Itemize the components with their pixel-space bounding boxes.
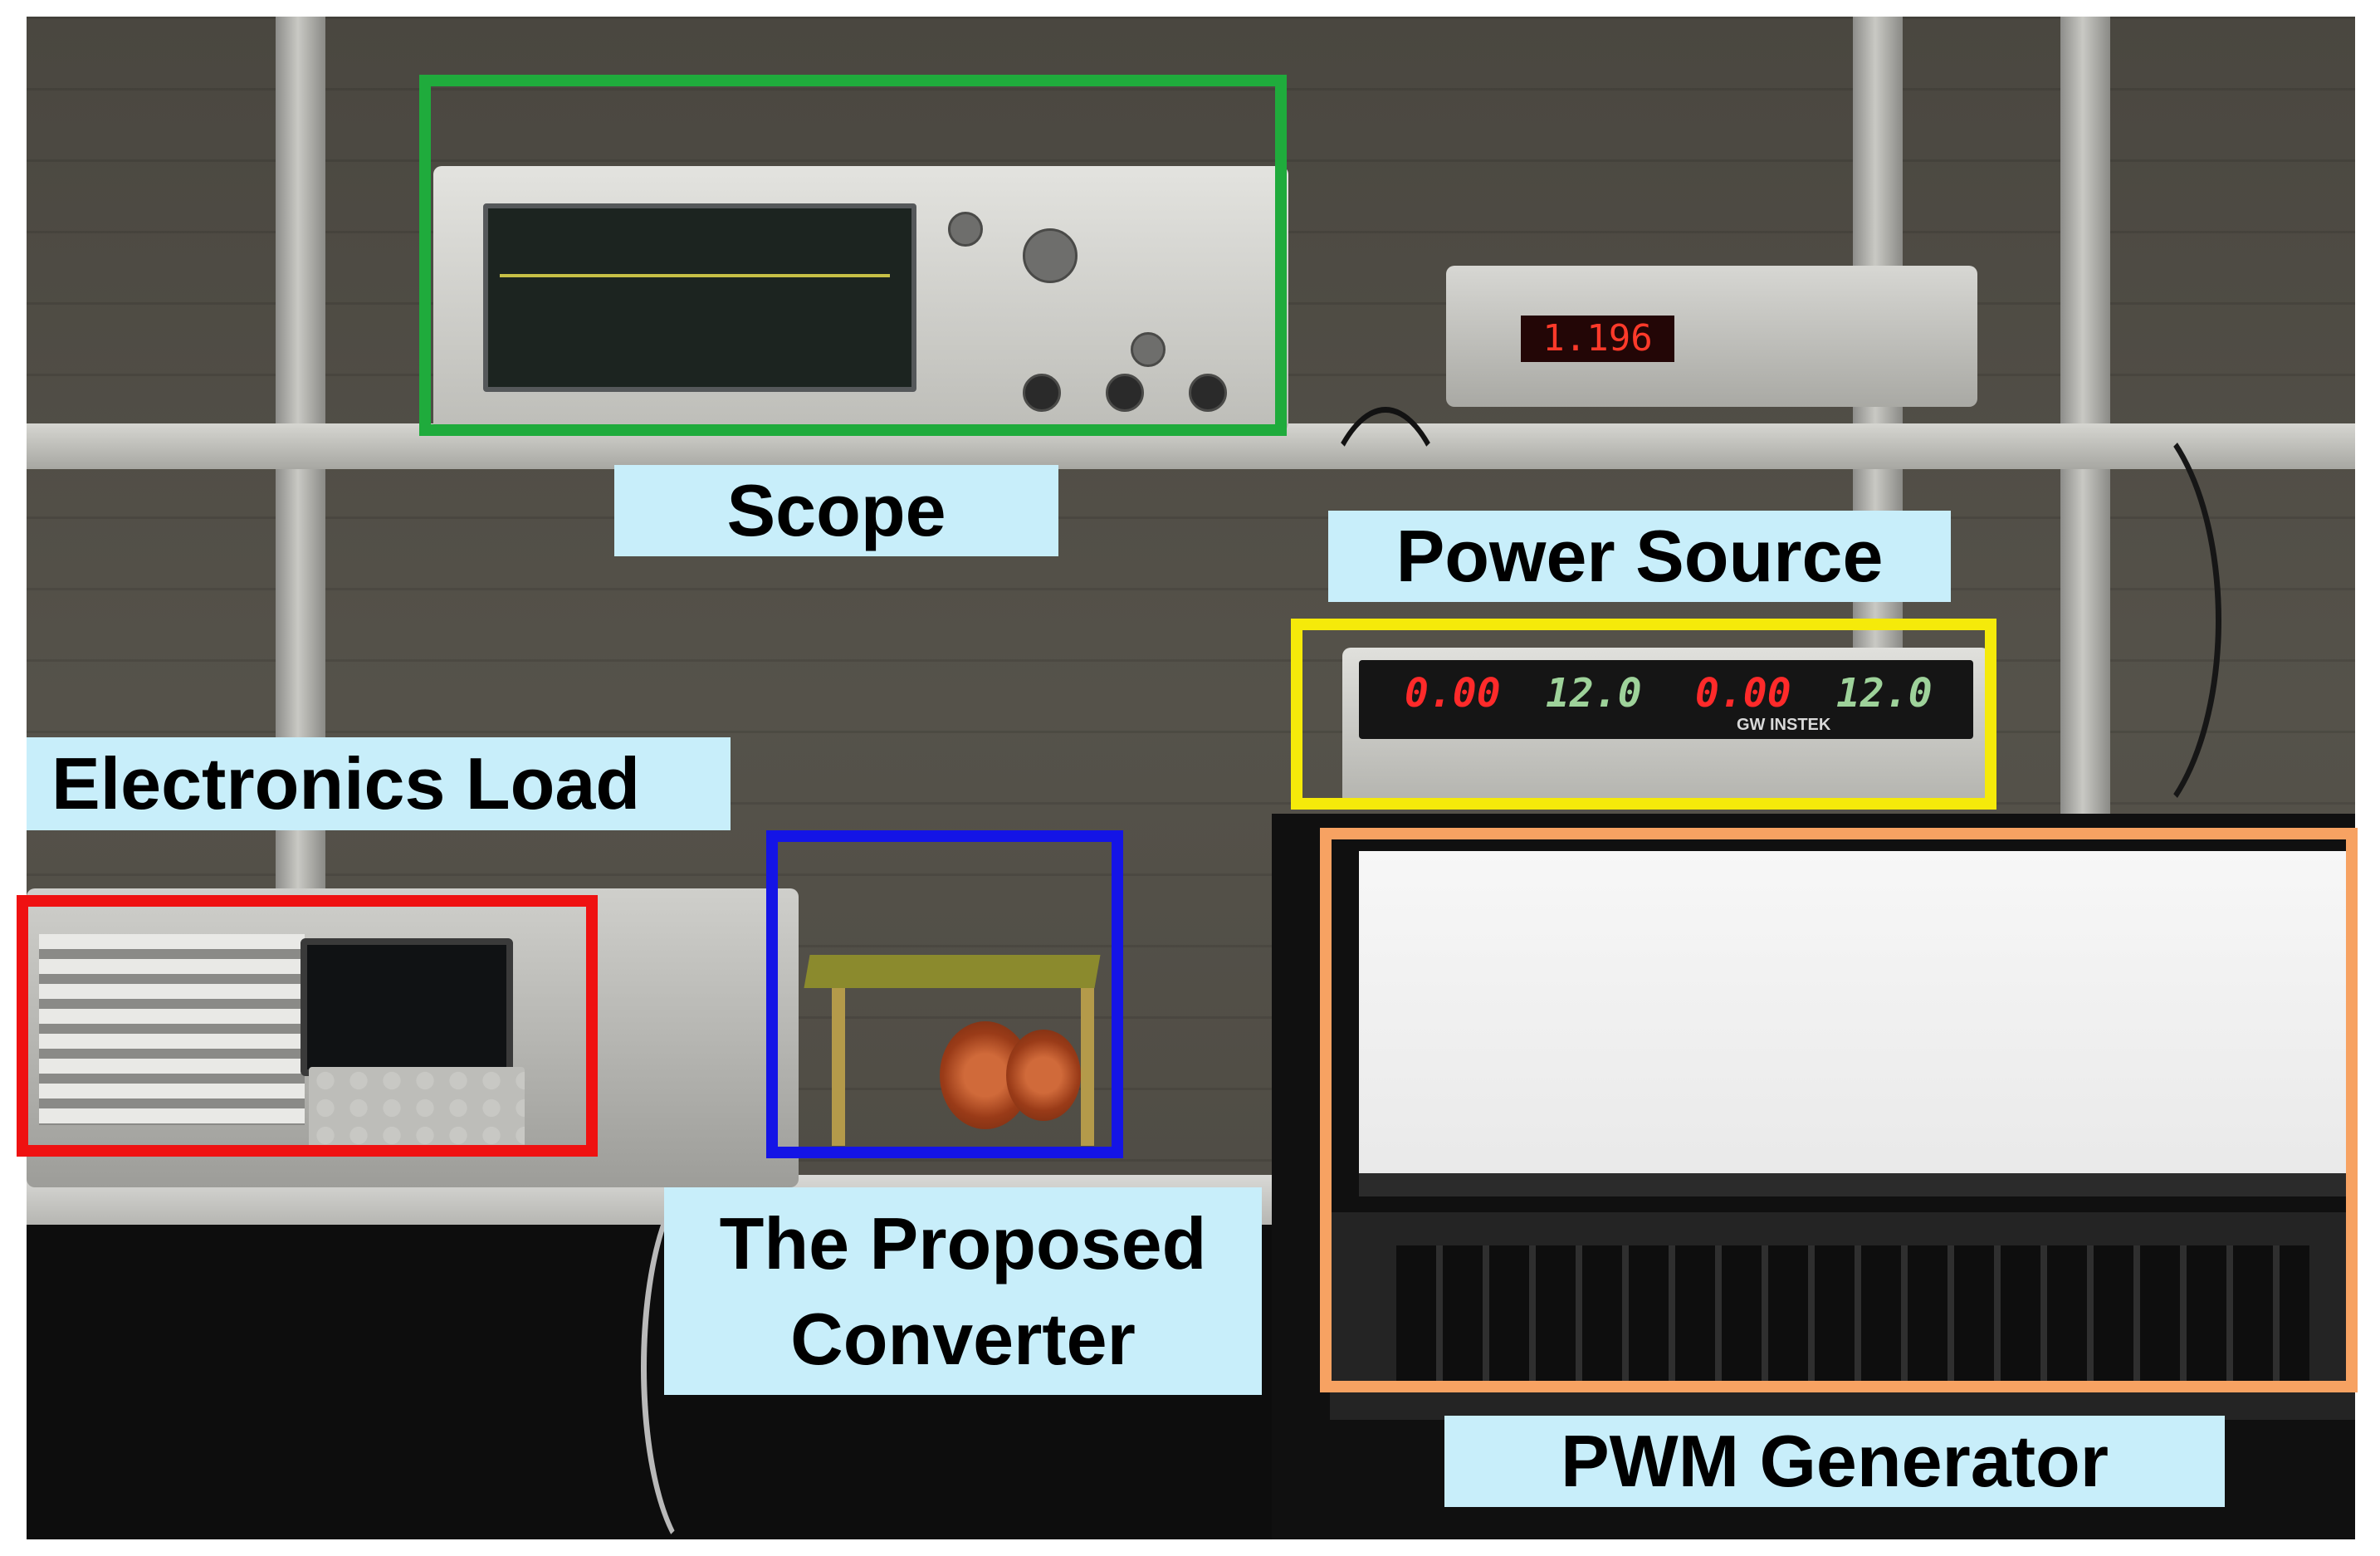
scope-knob-icon [1131, 332, 1166, 367]
psu-ch2-voltage: 0.00 [1695, 670, 1791, 717]
power-source-highlight-box [1291, 619, 1996, 810]
electronic-load-keypad [309, 1067, 525, 1150]
scope-probe-connector-icon [1189, 374, 1227, 412]
cable [641, 1171, 769, 1539]
pwm-generator-highlight-box [1320, 828, 2358, 1392]
converter-standoff [832, 980, 845, 1146]
pwm-generator-label: PWM Generator [1444, 1416, 2225, 1507]
scope-knob-icon [948, 212, 983, 247]
electronics-load-highlight-box [17, 895, 598, 1157]
laptop-keyboard [1396, 1245, 2309, 1387]
function-generator-display: 1.196 [1521, 316, 1674, 362]
scope-highlight-box [419, 75, 1287, 436]
electronic-load-grille [39, 934, 305, 1125]
oscilloscope-trace [500, 274, 890, 277]
converter-label: The Proposed Converter [664, 1187, 1262, 1395]
laptop-screen [1359, 851, 2355, 1183]
cable [2002, 399, 2221, 842]
scope-label: Scope [614, 465, 1058, 556]
electronics-load-label: Electronics Load [27, 737, 731, 830]
psu-ch2-current: 12.0 [1836, 670, 1933, 717]
inductor-coil-icon [1006, 1030, 1081, 1121]
scope-knob-icon [1023, 228, 1078, 283]
cable [1305, 407, 1466, 834]
laptop-taskbar [1359, 1173, 2355, 1196]
converter-standoff [1081, 980, 1094, 1146]
psu-brand: GW INSTEK [1737, 716, 1831, 734]
converter-highlight-box [766, 830, 1123, 1158]
scope-probe-connector-icon [1106, 374, 1144, 412]
scope-probe-connector-icon [1023, 374, 1061, 412]
psu-ch1-current: 12.0 [1546, 670, 1642, 717]
power-source-label: Power Source [1328, 511, 1951, 602]
oscilloscope-screen [483, 203, 916, 392]
